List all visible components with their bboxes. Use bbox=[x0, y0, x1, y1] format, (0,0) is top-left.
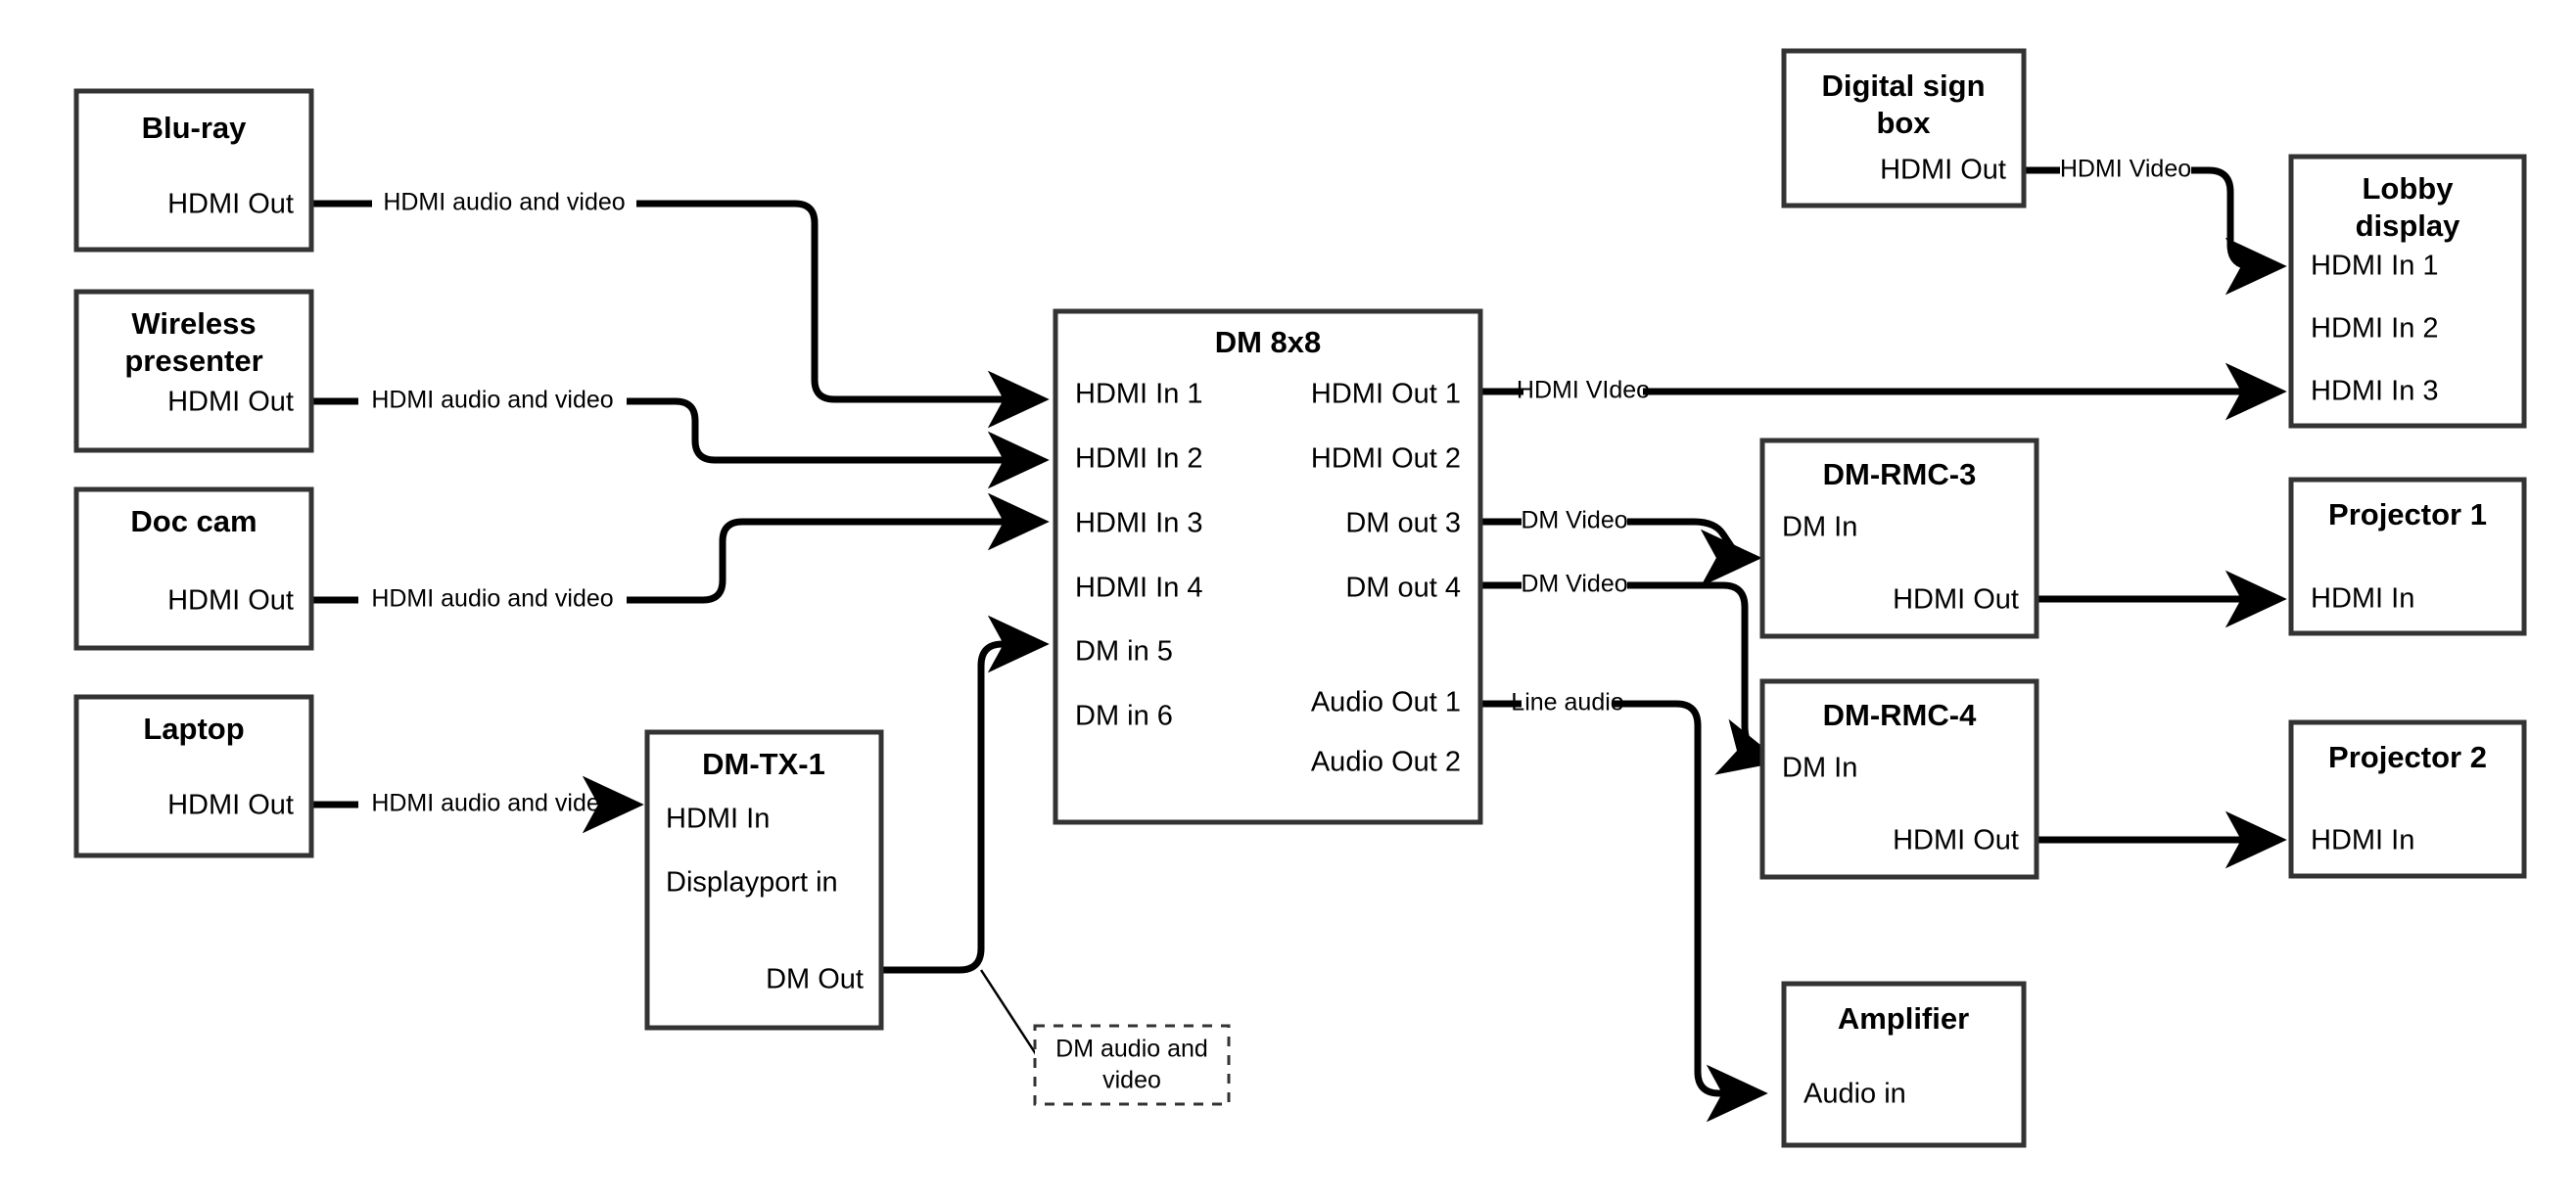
projector-2-title: Projector 2 bbox=[2328, 740, 2487, 774]
dm-8x8-port-audio-out-2: Audio Out 2 bbox=[1311, 747, 1461, 778]
digital-sign-box-box[interactable] bbox=[1781, 48, 2027, 208]
laptop-title: Laptop bbox=[143, 712, 244, 746]
edge-label-audio-out-1-to-amp: Line audio bbox=[1511, 689, 1623, 716]
lobby-display-port-hdmi-in-1: HDMI In 1 bbox=[2311, 251, 2439, 282]
dm-tx-1-title: DM-TX-1 bbox=[702, 747, 825, 781]
lobby-display-port-hdmi-in-3: HDMI In 3 bbox=[2311, 376, 2439, 407]
dm-audio-video-note[interactable]: DM audio and video bbox=[1033, 1024, 1231, 1106]
wires-layer bbox=[311, 166, 2277, 1093]
wireless-presenter-box[interactable] bbox=[73, 289, 314, 453]
wire-sign-to-lobby-in-1 bbox=[2024, 166, 2277, 266]
edge-label-dm-out-4-to-rmc4: DM Video bbox=[1521, 571, 1627, 598]
dm-audio-video-note-line1: DM audio and bbox=[1055, 1036, 1208, 1063]
edge-label-sign-to-lobby: HDMI Video bbox=[2060, 156, 2191, 183]
edge-label-wireless-to-dm-in-2: HDMI audio and video bbox=[371, 387, 613, 414]
wire-audio-out-1-to-amplifier bbox=[1480, 700, 1758, 1093]
edge-label-laptop-to-tx: HDMI audio and video bbox=[371, 790, 613, 817]
blu-ray-port-hdmi-out: HDMI Out bbox=[167, 189, 294, 220]
wire-doccam-to-dm-in-3 bbox=[311, 522, 1040, 604]
dm-8x8-port-hdmi-out-1: HDMI Out 1 bbox=[1311, 379, 1461, 410]
digital-sign-box-title-line1: Digital sign bbox=[1821, 69, 1985, 103]
dm-audio-video-note-line2: video bbox=[1102, 1067, 1161, 1094]
projector-1-port-hdmi-in: HDMI In bbox=[2311, 583, 2414, 615]
lobby-display-box[interactable] bbox=[2288, 154, 2527, 429]
amplifier-title: Amplifier bbox=[1838, 1001, 1969, 1036]
dm-rmc-3-port-hdmi-out: HDMI Out bbox=[1893, 584, 2019, 616]
dm-8x8-port-dm-in-6: DM in 6 bbox=[1075, 701, 1173, 732]
laptop-port-hdmi-out: HDMI Out bbox=[167, 790, 294, 821]
dm-8x8-port-hdmi-in-1: HDMI In 1 bbox=[1075, 379, 1203, 410]
edge-label-dm-out-3-to-rmc3: DM Video bbox=[1521, 507, 1627, 534]
dm-8x8-port-dm-out-4: DM out 4 bbox=[1345, 573, 1461, 604]
wire-dm-out-3-to-rmc3 bbox=[1480, 522, 1753, 558]
edge-label-doccam-to-dm-in-3: HDMI audio and video bbox=[371, 585, 613, 613]
dm-8x8-port-hdmi-out-2: HDMI Out 2 bbox=[1311, 443, 1461, 475]
wire-wireless-to-dm-in-2 bbox=[311, 397, 1040, 460]
dm-8x8-box[interactable] bbox=[1053, 308, 1483, 825]
doc-cam-port-hdmi-out: HDMI Out bbox=[167, 585, 294, 617]
node-lobby-display[interactable]: Lobby display HDMI In 1 HDMI In 2 HDMI I… bbox=[2288, 154, 2527, 429]
note-leader-line bbox=[979, 969, 1040, 1058]
laptop-box[interactable] bbox=[73, 694, 314, 858]
blu-ray-title: Blu-ray bbox=[142, 111, 248, 145]
node-dm-rmc-3[interactable]: DM-RMC-3 DM In HDMI Out bbox=[1759, 438, 2039, 639]
dm-rmc-4-port-dm-in: DM In bbox=[1782, 753, 1857, 784]
edge-label-bluray-to-dm-in-1: HDMI audio and video bbox=[383, 189, 625, 216]
node-digital-sign-box[interactable]: Digital sign box HDMI Out bbox=[1781, 48, 2027, 208]
node-laptop[interactable]: Laptop HDMI Out bbox=[73, 694, 314, 858]
wire-dm-out-4-to-rmc4 bbox=[1480, 581, 1772, 760]
node-dm-8x8[interactable]: DM 8x8 HDMI In 1 HDMI In 2 HDMI In 3 HDM… bbox=[1053, 308, 1483, 825]
digital-sign-box-port-hdmi-out: HDMI Out bbox=[1880, 155, 2006, 186]
dm-8x8-port-dm-in-5: DM in 5 bbox=[1075, 636, 1173, 668]
dm-rmc-3-port-dm-in: DM In bbox=[1782, 512, 1857, 543]
projector-2-port-hdmi-in: HDMI In bbox=[2311, 825, 2414, 856]
node-projector-1[interactable]: Projector 1 HDMI In bbox=[2288, 477, 2527, 636]
digital-sign-box-title-line2: box bbox=[1876, 106, 1931, 140]
node-dm-rmc-4[interactable]: DM-RMC-4 DM In HDMI Out bbox=[1759, 678, 2039, 880]
dm-tx-1-port-dm-out: DM Out bbox=[766, 964, 864, 995]
dm-audio-video-note-box[interactable] bbox=[1033, 1024, 1231, 1106]
node-wireless-presenter[interactable]: Wireless presenter HDMI Out bbox=[73, 289, 314, 453]
node-dm-tx-1[interactable]: DM-TX-1 HDMI In Displayport in DM Out bbox=[644, 729, 884, 1031]
lobby-display-port-hdmi-in-2: HDMI In 2 bbox=[2311, 313, 2439, 345]
dm-8x8-port-hdmi-in-2: HDMI In 2 bbox=[1075, 443, 1203, 475]
wire-tx-to-dm-in-5 bbox=[881, 615, 1050, 974]
doc-cam-title: Doc cam bbox=[130, 504, 257, 538]
wire-bluray-to-dm-in-1 bbox=[311, 200, 1040, 399]
lobby-display-title-line2: display bbox=[2356, 208, 2461, 243]
node-blu-ray[interactable]: Blu-ray HDMI Out bbox=[73, 88, 314, 253]
dm-tx-1-port-hdmi-in: HDMI In bbox=[666, 804, 770, 835]
dm-rmc-4-box[interactable] bbox=[1759, 678, 2039, 880]
dm-8x8-port-hdmi-in-3: HDMI In 3 bbox=[1075, 508, 1203, 539]
edge-label-hdmi-out-1-to-lobby: HDMI VIdeo bbox=[1517, 377, 1650, 404]
dm-rmc-3-box[interactable] bbox=[1759, 438, 2039, 639]
projector-2-box[interactable] bbox=[2288, 719, 2527, 879]
doc-cam-box[interactable] bbox=[73, 486, 314, 651]
dm-rmc-4-port-hdmi-out: HDMI Out bbox=[1893, 825, 2019, 856]
node-amplifier[interactable]: Amplifier Audio in bbox=[1781, 981, 2027, 1148]
wireless-presenter-title-line1: Wireless bbox=[131, 306, 256, 341]
dm-tx-1-port-displayport-in: Displayport in bbox=[666, 867, 838, 899]
dm-rmc-3-title: DM-RMC-3 bbox=[1823, 457, 1977, 491]
projector-1-box[interactable] bbox=[2288, 477, 2527, 636]
wireless-presenter-title-line2: presenter bbox=[124, 344, 262, 378]
dm-8x8-port-dm-out-3: DM out 3 bbox=[1345, 508, 1461, 539]
node-projector-2[interactable]: Projector 2 HDMI In bbox=[2288, 719, 2527, 879]
dm-tx-1-box[interactable] bbox=[644, 729, 884, 1031]
amplifier-port-audio-in: Audio in bbox=[1803, 1079, 1906, 1110]
projector-1-title: Projector 1 bbox=[2328, 497, 2487, 531]
node-doc-cam[interactable]: Doc cam HDMI Out bbox=[73, 486, 314, 651]
dm-8x8-title: DM 8x8 bbox=[1215, 325, 1322, 359]
dm-8x8-port-hdmi-in-4: HDMI In 4 bbox=[1075, 573, 1203, 604]
lobby-display-title-line1: Lobby bbox=[2363, 171, 2455, 206]
dm-8x8-port-audio-out-1: Audio Out 1 bbox=[1311, 687, 1461, 718]
amplifier-box[interactable] bbox=[1781, 981, 2027, 1148]
wireless-presenter-port-hdmi-out: HDMI Out bbox=[167, 387, 294, 418]
edge-labels-layer: HDMI audio and video HDMI audio and vide… bbox=[371, 156, 2191, 817]
blu-ray-box[interactable] bbox=[73, 88, 314, 253]
dm-rmc-4-title: DM-RMC-4 bbox=[1823, 698, 1977, 732]
